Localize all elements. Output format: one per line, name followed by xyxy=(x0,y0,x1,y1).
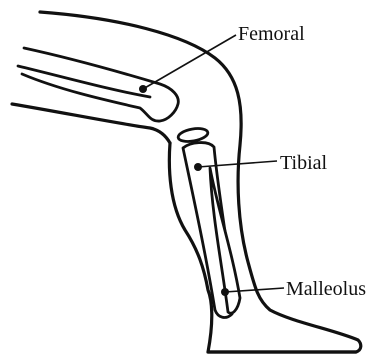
tibial-label: Tibial xyxy=(280,152,328,174)
malleolus-label: Malleolus xyxy=(286,278,366,300)
patella xyxy=(177,126,209,143)
callout-malleolus: Malleolus xyxy=(221,278,366,300)
femoral-label: Femoral xyxy=(238,23,305,45)
